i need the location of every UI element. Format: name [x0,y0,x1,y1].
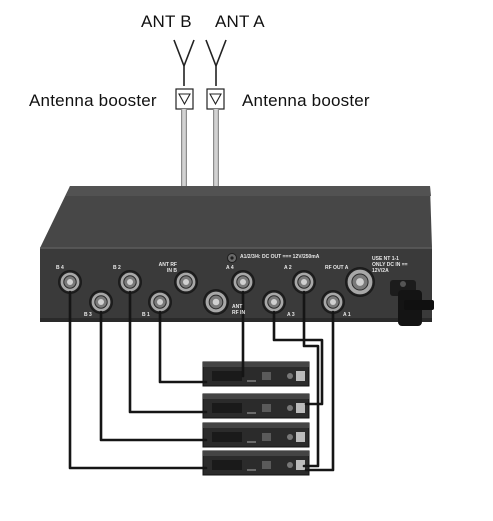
cable-a3-to-receiver-2 [272,310,324,406]
port-b1-label: B 1 [142,312,150,318]
cable-b1-to-receiver-1 [158,310,208,384]
connector-b4 [58,270,82,294]
bnc-connectors [58,267,375,315]
cable-b2-to-receiver-2 [128,290,208,414]
receiver-unit-3 [202,422,310,448]
dc-out-label: A1/2/3/4: DC OUT === 12V/250mA [240,254,320,260]
antenna-b-symbol [173,39,195,86]
connector-rf-out-a [345,267,375,297]
port-a2-label: A 2 [284,265,292,271]
connector-a4 [231,270,255,294]
ant-rf-in-a-label: ANT RF IN [232,304,246,316]
antenna-booster-b [175,88,194,110]
connector-b2 [118,270,142,294]
antenna-booster-right-label: Antenna booster [242,91,370,110]
routing-cables [68,290,335,472]
power-plug [390,280,434,326]
port-a4-label: A 4 [226,265,234,271]
connector-b1 [148,290,172,314]
connector-ant-rf-in-b [174,270,198,294]
port-a1-label: A 1 [343,312,351,318]
ant-b-label: ANT B [141,12,192,31]
antenna-booster-left-label: Antenna booster [29,91,157,110]
cable-b4-to-receiver-4 [68,290,208,470]
cable-b3-to-receiver-3 [99,310,208,442]
connector-a3 [262,290,286,314]
power-note-label: USE NT 1-1 ONLY DC IN == 12V/2A [372,256,408,274]
ant-a-label: ANT A [215,12,265,31]
receiver-unit-1 [202,361,310,387]
antenna-a-symbol [205,39,227,86]
receiver-unit-2 [202,393,310,419]
rf-out-a-label: RF OUT A [325,265,349,271]
cable-a1-to-receiver-4 [304,310,335,472]
connector-b3 [89,290,113,314]
port-b3-label: B 3 [84,312,92,318]
receiver-stack [202,361,310,476]
port-a3-label: A 3 [287,312,295,318]
cable-a2-route [302,290,320,468]
receiver-unit-4 [202,450,310,476]
port-b4-label: B 4 [56,265,64,271]
port-b2-label: B 2 [113,265,121,271]
connector-a2 [292,270,316,294]
connector-ant-rf-in-a [203,289,229,315]
antenna-booster-a [206,88,225,110]
connector-a1 [321,290,345,314]
ant-rf-in-b-label: ANT RF IN B [158,262,177,274]
